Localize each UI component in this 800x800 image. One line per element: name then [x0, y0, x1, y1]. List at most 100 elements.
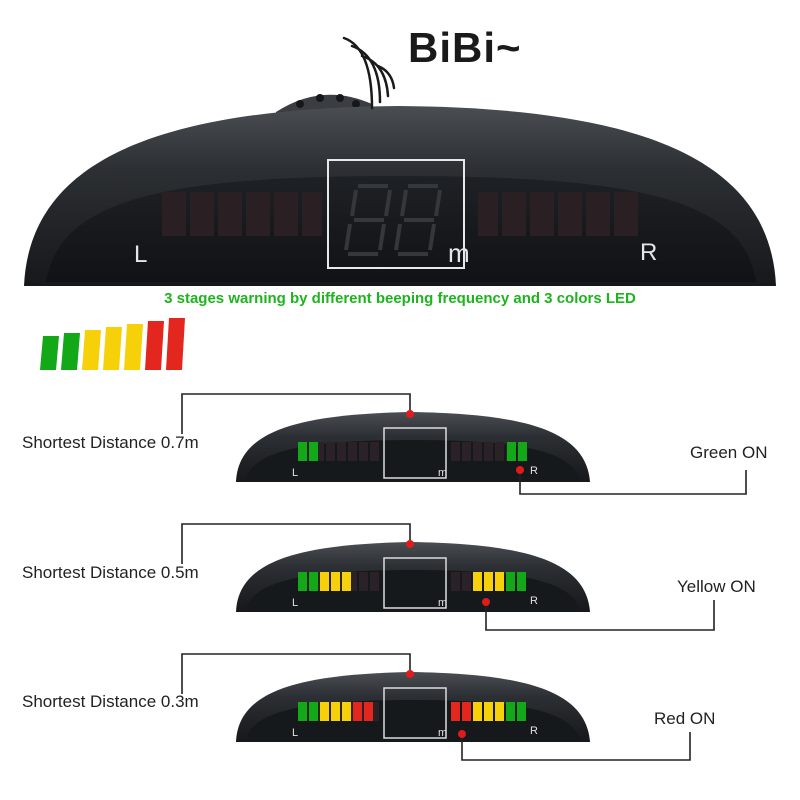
stage-3-state-label: Red ON — [654, 709, 716, 728]
led-scale-bar-yellow — [103, 327, 122, 370]
lit-led-green — [298, 572, 307, 591]
lit-led-green — [518, 442, 527, 461]
unit-right-label: R — [530, 725, 538, 737]
dim-led — [337, 572, 346, 591]
dim-led — [451, 572, 460, 591]
dim-led — [359, 702, 368, 721]
state-pointer-dot — [516, 466, 524, 474]
dim-led — [370, 572, 379, 591]
dim-led — [326, 572, 335, 591]
lit-led-green — [298, 442, 307, 461]
speaker-hole — [336, 94, 344, 102]
dim-led — [451, 442, 460, 461]
dim-led — [462, 572, 471, 591]
dim-led — [495, 442, 504, 461]
lit-led-yellow — [484, 572, 493, 591]
lit-led-green — [507, 442, 516, 461]
digit-window — [327, 159, 465, 269]
dim-led — [304, 442, 313, 461]
unit-unit-label: m — [438, 727, 447, 739]
dim-led — [348, 572, 357, 591]
led-scale-bar-yellow — [82, 330, 101, 370]
dim-led-bar-right — [478, 192, 638, 236]
speaker-hole — [296, 100, 304, 108]
distance-pointer-dot — [406, 410, 414, 418]
lit-led-yellow — [495, 572, 504, 591]
dim-led — [462, 442, 471, 461]
dim-led — [304, 572, 313, 591]
state-pointer-line — [519, 470, 747, 495]
state-pointer-dot — [482, 598, 490, 606]
lit-led-yellow — [331, 572, 340, 591]
led-scale-bar-green — [40, 336, 59, 370]
lit-led-green — [309, 572, 318, 591]
distance-pointer-line — [181, 653, 411, 694]
unit-left-label: L — [292, 597, 298, 609]
lit-led-green — [309, 702, 318, 721]
lit-led-yellow — [473, 702, 482, 721]
lit-led-yellow — [320, 572, 329, 591]
dim-led — [315, 442, 324, 461]
dim-led — [337, 442, 346, 461]
sound-label: BiBi~ — [408, 24, 522, 71]
dim-led — [326, 702, 335, 721]
stage-1-distance-label: Shortest Distance 0.7m — [22, 433, 199, 452]
dim-led — [315, 702, 324, 721]
dim-led — [484, 442, 493, 461]
lit-led-green — [506, 702, 515, 721]
lit-led-green — [517, 702, 526, 721]
speaker-hole — [352, 100, 360, 108]
headline: 3 stages warning by different beeping fr… — [164, 290, 636, 307]
lit-led-red — [364, 702, 373, 721]
unit-right-label: R — [530, 465, 538, 477]
stage-3-distance-label: Shortest Distance 0.3m — [22, 692, 199, 711]
led-scale-bar-red — [145, 321, 164, 370]
state-pointer-line — [461, 732, 691, 761]
dim-led — [370, 442, 379, 461]
seven-segment-digits — [344, 184, 442, 256]
lit-led-green — [309, 442, 318, 461]
state-pointer-dot — [458, 730, 466, 738]
unit-digit-window — [383, 557, 447, 609]
lit-led-red — [451, 702, 460, 721]
lit-led-red — [462, 702, 471, 721]
dim-led — [304, 702, 313, 721]
distance-pointer-line — [181, 523, 411, 564]
distance-pointer-dot — [406, 670, 414, 678]
unit-unit-label: m — [438, 467, 447, 479]
unit-left-label: L — [292, 727, 298, 739]
lit-led-red — [353, 702, 362, 721]
led-scale-bar-green — [61, 333, 80, 370]
lit-led-green — [506, 572, 515, 591]
dim-led — [337, 702, 346, 721]
distance-pointer-line — [181, 393, 411, 434]
stage-2-state-label: Yellow ON — [677, 577, 756, 596]
dim-led — [473, 442, 482, 461]
state-pointer-line — [485, 600, 715, 631]
main-right-label: R — [640, 239, 657, 266]
dim-led — [348, 702, 357, 721]
sound-wave-icon — [342, 36, 396, 110]
distance-pointer-dot — [406, 540, 414, 548]
lit-led-green — [298, 702, 307, 721]
unit-unit-label: m — [438, 597, 447, 609]
led-scale-bar-red — [166, 318, 185, 370]
led-scale-bar-yellow — [124, 324, 143, 370]
dim-led — [326, 442, 335, 461]
unit-digit-window — [383, 427, 447, 479]
lit-led-yellow — [484, 702, 493, 721]
unit-left-label: L — [292, 467, 298, 479]
dim-led — [359, 572, 368, 591]
lit-led-yellow — [495, 702, 504, 721]
led-color-scale — [40, 318, 185, 370]
dim-led-bar-left — [162, 192, 322, 236]
main-left-label: L — [134, 241, 147, 268]
lit-led-yellow — [331, 702, 340, 721]
lit-led-yellow — [320, 702, 329, 721]
dim-led — [359, 442, 368, 461]
main-display-unit: L m R — [24, 94, 776, 286]
lit-led-yellow — [342, 702, 351, 721]
